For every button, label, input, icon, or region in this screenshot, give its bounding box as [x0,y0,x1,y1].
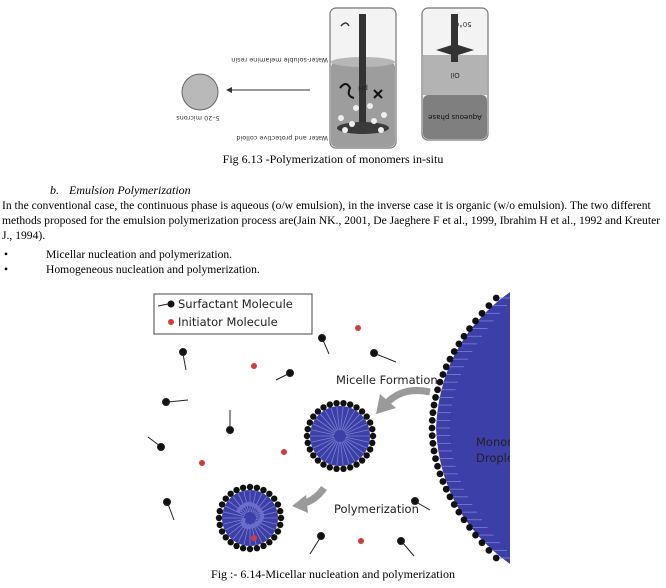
monomer-label-line1: Monomer [476,435,510,449]
body-paragraph: In the conventional case, the continuous… [2,199,661,242]
oil-aqueous-beaker [421,7,489,141]
micelle [303,399,377,473]
list-item: •Homogeneous nucleation and polymerizati… [4,263,260,276]
section-heading: b. Emulsion Polymerization [50,183,191,198]
polymerizing-micelle [215,483,285,553]
temperature-label: 50°C [454,20,471,28]
list-item: •Micellar nucleation and polymerization. [4,248,233,261]
legend-box [153,293,313,335]
reactor-beaker [329,7,397,149]
polymerization-label: Polymerization [334,502,419,516]
water-colloid-label: Water and protective colloid [236,134,328,142]
section-label: b. [50,183,59,197]
initiator-legend-icon [168,319,174,325]
resin-label: Water-soluble melamine resin [231,56,328,64]
section-title: Emulsion Polymerization [69,183,191,197]
microcapsule-particle [181,73,219,111]
figure-caption-6-13: Fig 6.13 -Polymerization of monomers in-… [222,152,444,166]
figure-micellar-nucleation: Surfactant Molecule Initiator Molecule M… [147,292,510,564]
figure-in-situ-polymerization: 5–20 microns Water-soluble melamine resi… [176,7,489,149]
monomer-label-line2: Droplet [476,451,510,465]
free-molecules [147,325,431,557]
oil-label: Oil [450,71,459,79]
legend-initiator: Initiator Molecule [178,315,278,329]
micelle-formation-label: Micelle Formation [336,373,438,387]
micelle-formation-arrow [383,387,431,407]
figure-caption-6-14: Fig :- 6.14-Micellar nucleation and poly… [211,567,455,581]
surfactant-legend-icon [167,300,175,308]
aqueous-label: Aqueous phase [428,113,482,121]
size-label: 5–20 microns [176,114,220,122]
monomer-droplet [428,292,510,564]
ph-label: pH [358,84,368,92]
method-list: •Micellar nucleation and polymerization.… [4,247,260,277]
legend-surfactant: Surfactant Molecule [178,297,293,311]
